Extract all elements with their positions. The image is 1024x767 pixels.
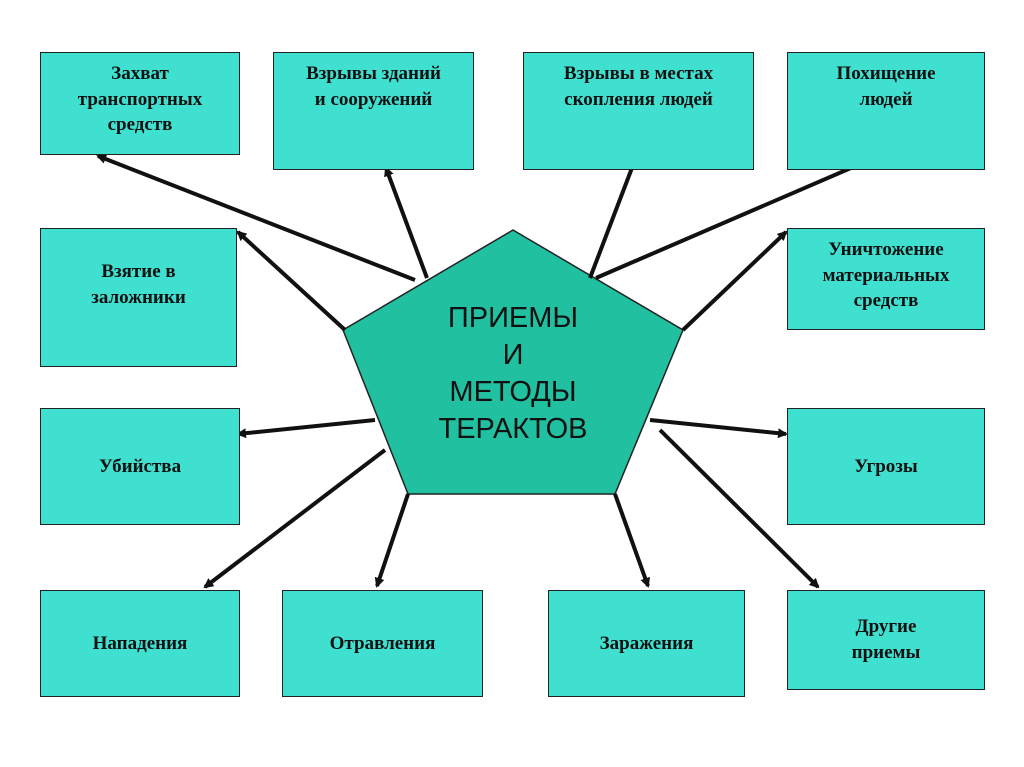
method-box-destruction: Уничтожение материальных средств (787, 228, 985, 330)
arrow-threats (649, 418, 788, 439)
method-box-kidnapping: Похищение людей (787, 52, 985, 170)
arrow-crowd-explosions (588, 158, 637, 279)
arrow-building-explosions (384, 166, 429, 279)
method-box-attacks: Нападения (40, 590, 240, 697)
method-box-infection: Заражения (548, 590, 745, 697)
arrow-poisoning (374, 493, 410, 588)
arrow-other (658, 428, 820, 589)
method-box-building-explosions: Взрывы зданий и сооружений (273, 52, 474, 170)
method-box-capture: Захват транспортных средств (40, 52, 240, 155)
method-box-other: Другие приемы (787, 590, 985, 690)
method-box-murders: Убийства (40, 408, 240, 525)
method-box-crowd-explosions: Взрывы в местах скопления людей (523, 52, 754, 170)
center-title: ПРИЕМЫ И МЕТОДЫ ТЕРАКТОВ (438, 302, 588, 446)
arrow-destruction (681, 230, 788, 332)
center-pentagon (342, 229, 684, 495)
arrow-attacks (203, 448, 387, 589)
arrow-kidnapping (595, 150, 890, 280)
method-box-threats: Угрозы (787, 408, 985, 525)
method-box-poisoning: Отравления (282, 590, 483, 697)
arrow-capture (96, 154, 416, 282)
arrow-infection (613, 493, 651, 588)
arrow-murders (236, 418, 376, 439)
arrow-hostages (236, 230, 347, 332)
method-box-hostages: Взятие в заложники (40, 228, 237, 367)
